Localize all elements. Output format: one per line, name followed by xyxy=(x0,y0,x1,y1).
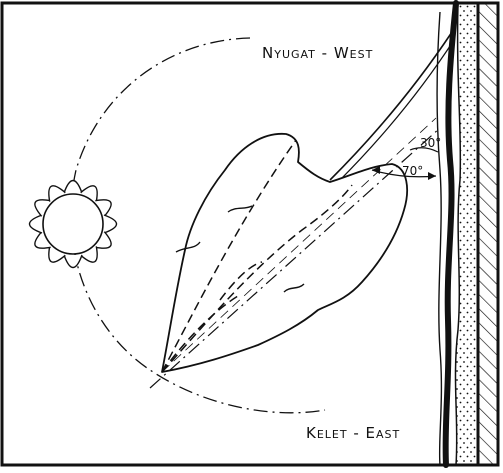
angle-label-30: 30° xyxy=(420,136,441,150)
label-east: Kelet - East xyxy=(306,424,400,442)
leaf-blade xyxy=(162,134,407,372)
vine-stem xyxy=(446,3,456,465)
angle-label-70: 70° xyxy=(402,164,423,178)
sun-icon xyxy=(30,181,117,268)
vine-stem-outline xyxy=(437,12,441,465)
angle-arrow-70-right xyxy=(428,172,436,180)
label-west: Nyugat - West xyxy=(262,44,373,62)
wall-hatching xyxy=(478,3,498,465)
